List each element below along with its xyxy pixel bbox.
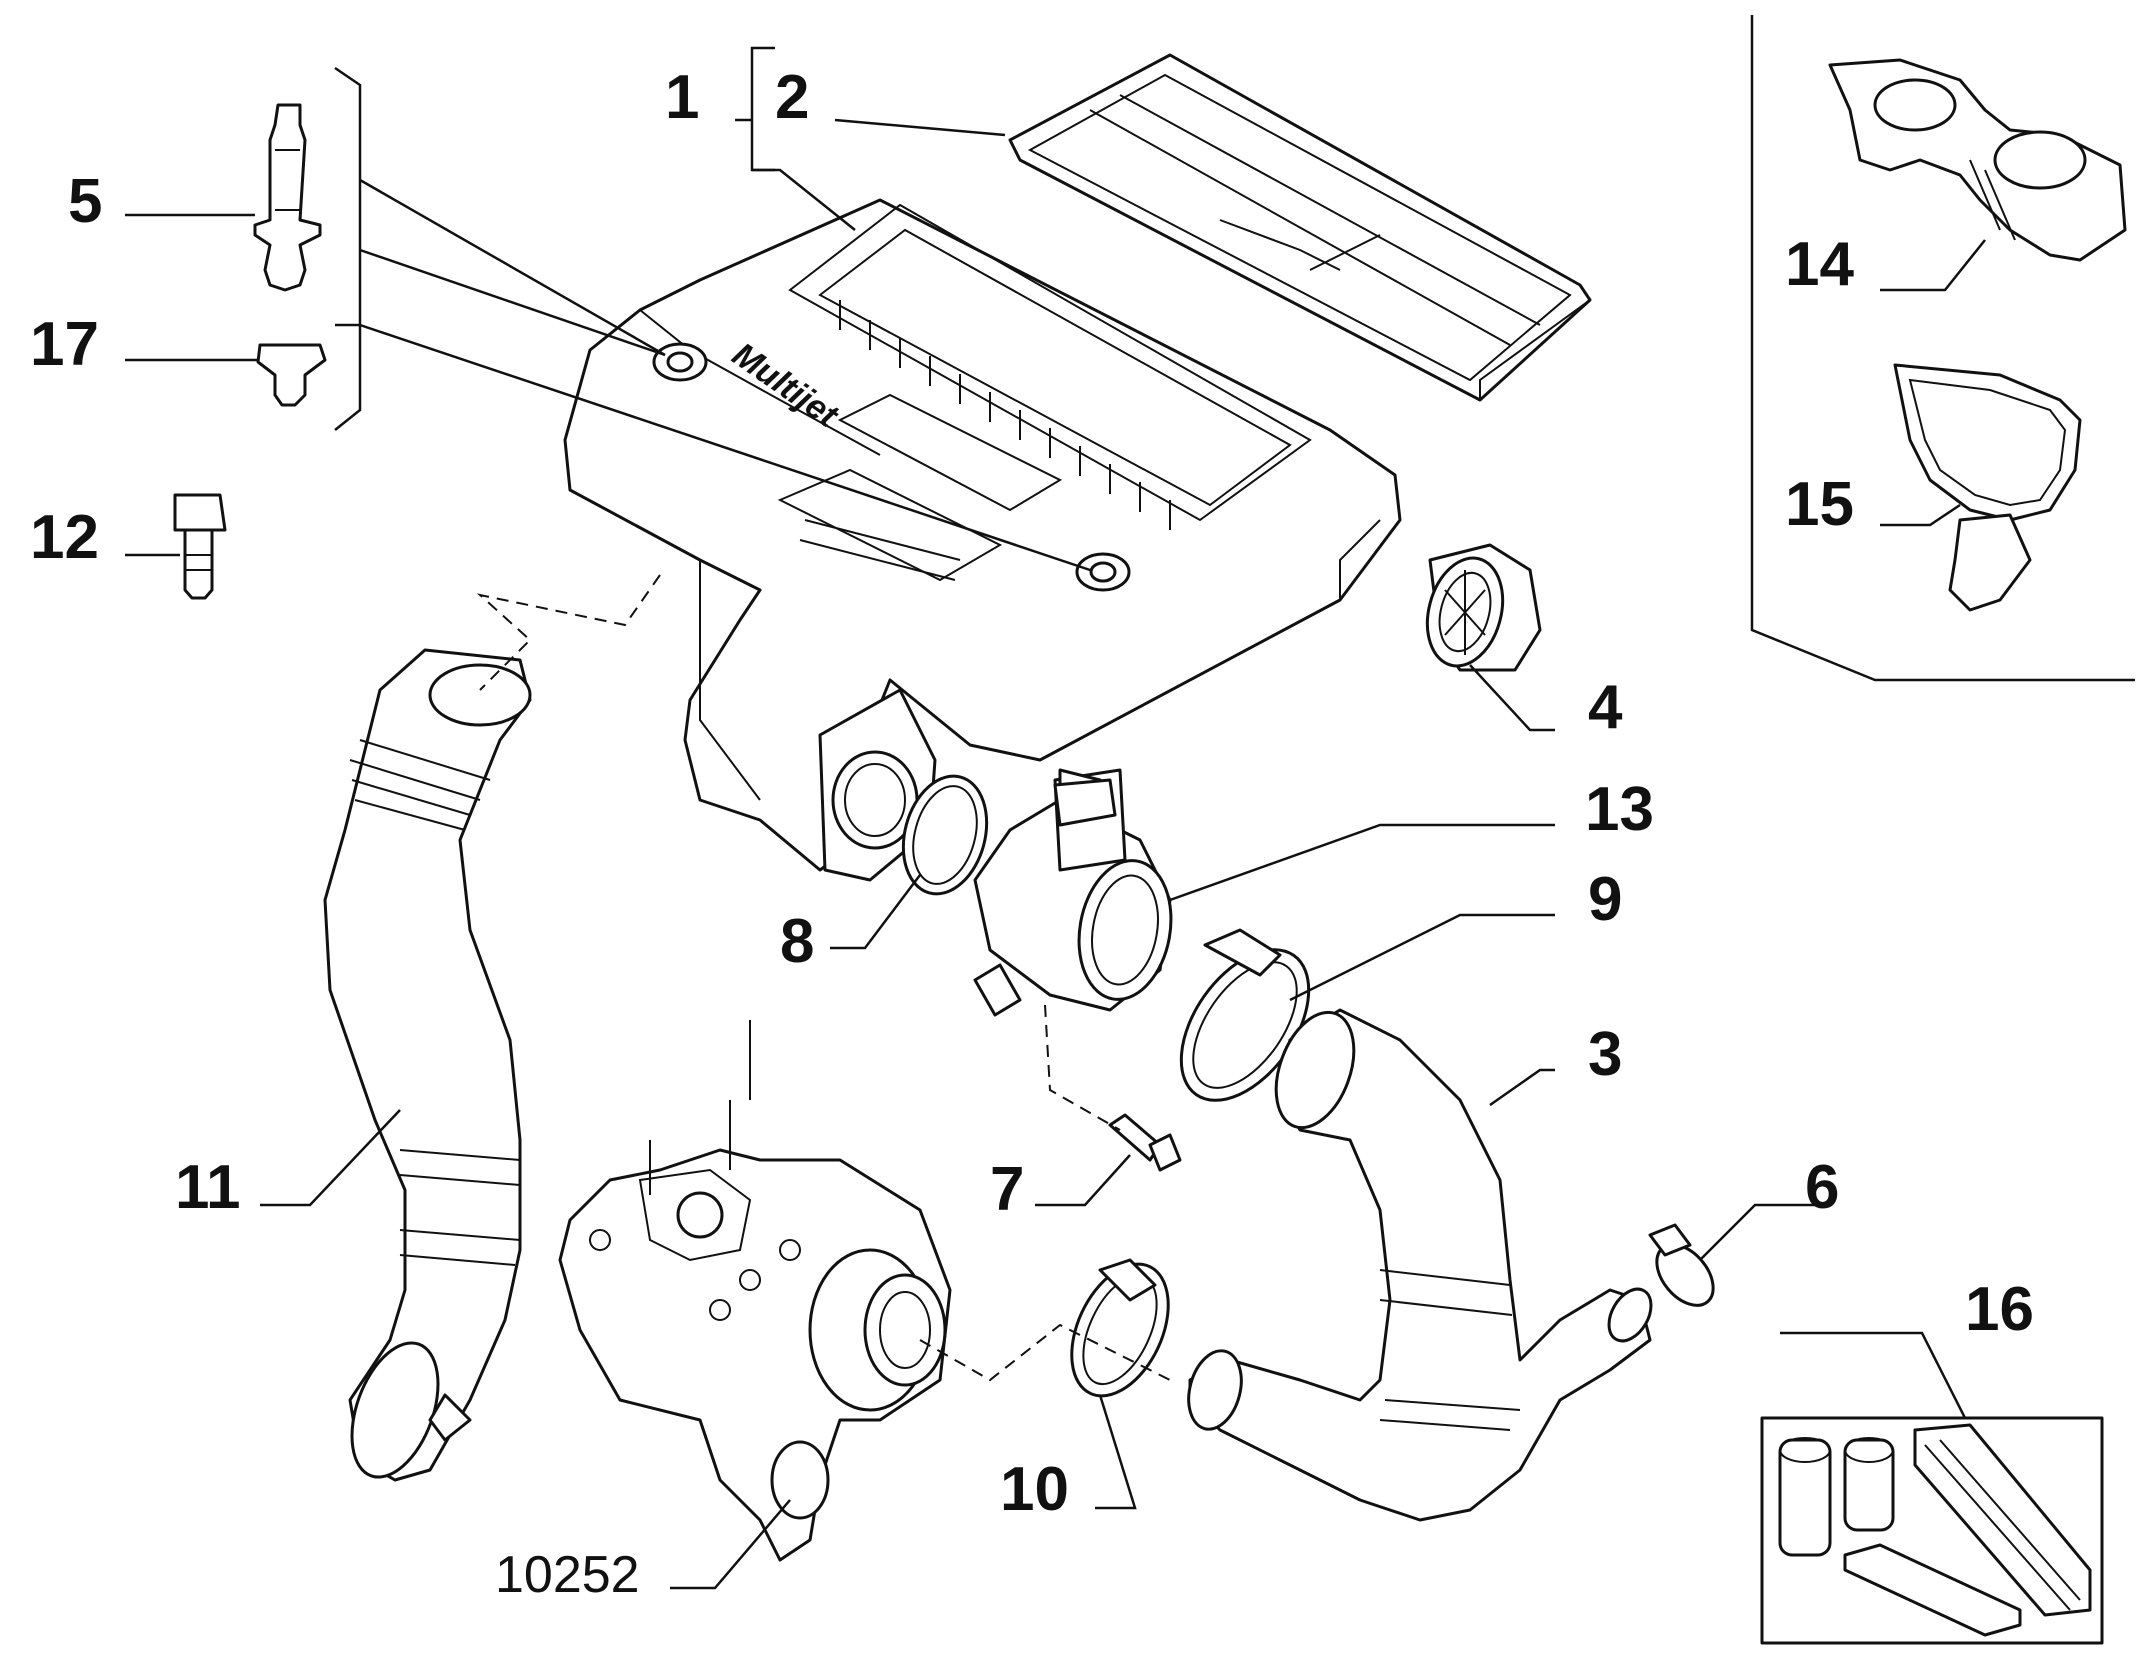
callout-5: 5 [68,167,102,236]
callout-12: 12 [30,503,99,572]
callout-6: 6 [1805,1153,1839,1222]
intake-hose-right[interactable] [1180,1002,1659,1522]
pipe-clip-band[interactable] [1893,363,2082,612]
service-kit-box[interactable] [1760,1416,2104,1645]
engine-cover-airbox[interactable]: Multijet [563,198,1402,882]
frame-lines [334,15,2135,682]
callout-labels: 1 2 3 4 5 6 7 8 9 10 11 12 13 14 15 16 1… [30,63,2034,1604]
hose-clamp-turbo[interactable] [1052,1249,1187,1411]
callout-3: 3 [1588,1020,1622,1089]
rubber-plug[interactable] [256,343,327,407]
air-flow-meter[interactable] [973,768,1181,1017]
callout-4: 4 [1588,673,1623,742]
callout-11: 11 [175,1153,241,1222]
screw[interactable] [1108,1113,1182,1172]
intake-hose-left[interactable] [323,648,532,1489]
assembly-dash-lines [476,574,1171,1382]
leader-lines [125,118,1986,1590]
air-filter-element[interactable] [1008,53,1592,402]
hose-clamp-small[interactable] [1646,1223,1725,1316]
callout-7: 7 [990,1155,1024,1224]
callout-8: 8 [780,907,814,976]
breather-valve[interactable] [253,103,322,292]
callout-10: 10 [1000,1455,1069,1524]
callout-15: 15 [1785,470,1854,539]
reference-number: 10252 [495,1546,640,1604]
callout-1: 1 [665,63,699,132]
bolt[interactable] [173,493,227,600]
callout-9: 9 [1588,865,1622,934]
callout-17: 17 [30,310,99,379]
callout-16: 16 [1965,1275,2034,1344]
callout-2: 2 [775,63,809,132]
o-ring-seal[interactable] [891,767,999,904]
pipe-clip-double[interactable] [1828,58,2127,262]
callout-13: 13 [1585,775,1654,844]
rubber-grommet[interactable] [1416,543,1542,674]
hose-clamp-large[interactable] [1155,927,1334,1124]
callout-14: 14 [1785,230,1854,299]
turbocharger[interactable] [558,1020,952,1562]
